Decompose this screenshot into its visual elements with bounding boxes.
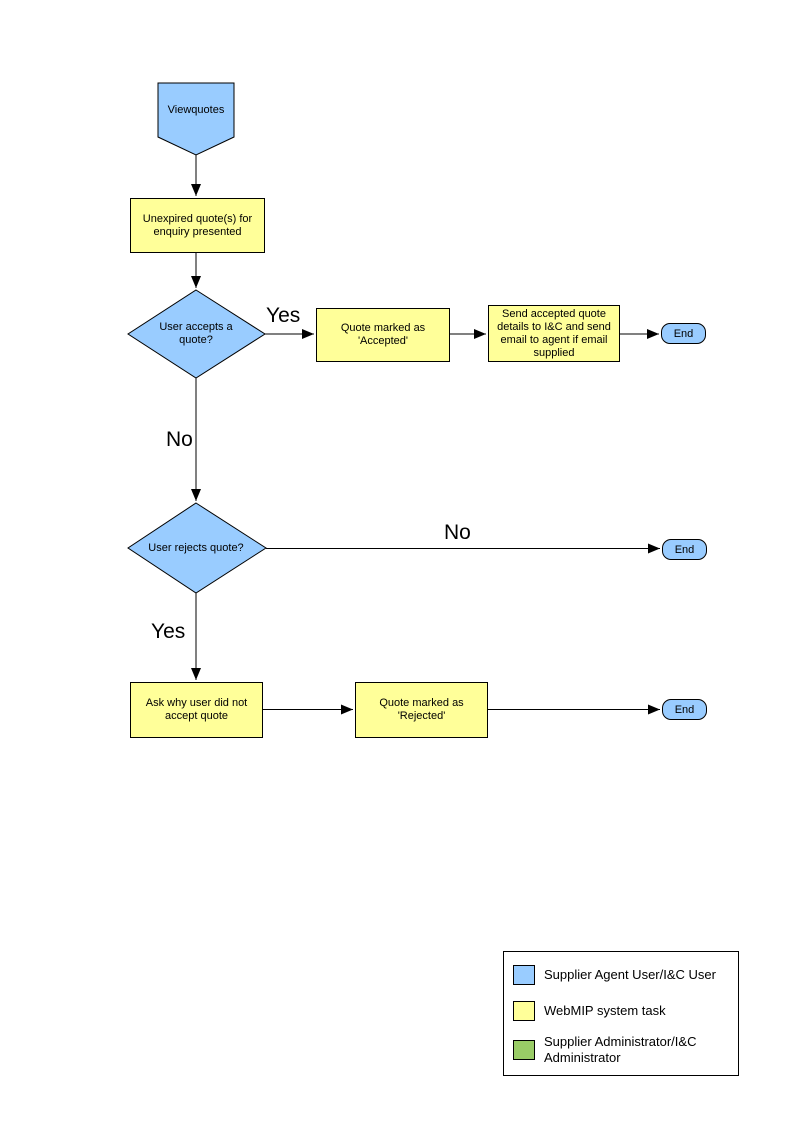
decision-accept-label: User accepts a quote? xyxy=(159,321,233,346)
edge-label-reject-no: No xyxy=(444,521,471,544)
edge-label-accept-yes: Yes xyxy=(266,304,301,327)
legend-swatch-supplier-admin xyxy=(513,1040,535,1060)
process-unexpired-quotes: Unexpired quote(s) for enquiry presented xyxy=(130,198,265,253)
end-terminator-accept: End xyxy=(661,323,706,344)
legend-label-webmip-task: WebMIP system task xyxy=(544,1003,666,1018)
decision-reject-label: User rejects quote? xyxy=(148,541,244,554)
end-terminator-no-reject: End xyxy=(662,539,707,560)
legend-swatch-webmip-task xyxy=(513,1001,535,1021)
end-terminator-rejected: End xyxy=(662,699,707,720)
legend: Supplier Agent User/I&C User WebMIP syst… xyxy=(503,951,739,1076)
process-quote-accepted: Quote marked as 'Accepted' xyxy=(316,308,450,362)
legend-swatch-supplier-agent xyxy=(513,965,535,985)
start-node-label: Viewquotes xyxy=(167,103,225,116)
process-quote-rejected: Quote marked as 'Rejected' xyxy=(355,682,488,738)
start-offpage-shape xyxy=(157,82,235,156)
edge-label-accept-no: No xyxy=(166,428,193,451)
legend-item-supplier-agent: Supplier Agent User/I&C User xyxy=(513,965,736,985)
legend-item-webmip-task: WebMIP system task xyxy=(513,1001,736,1021)
edge-label-reject-yes: Yes xyxy=(151,620,186,643)
process-send-details: Send accepted quote details to I&C and s… xyxy=(488,305,620,362)
legend-label-supplier-admin: Supplier Administrator/I&C Administrator xyxy=(544,1034,697,1065)
process-ask-why: Ask why user did not accept quote xyxy=(130,682,263,738)
legend-item-supplier-admin: Supplier Administrator/I&C Administrator xyxy=(513,1034,736,1066)
legend-label-supplier-agent: Supplier Agent User/I&C User xyxy=(544,967,716,982)
